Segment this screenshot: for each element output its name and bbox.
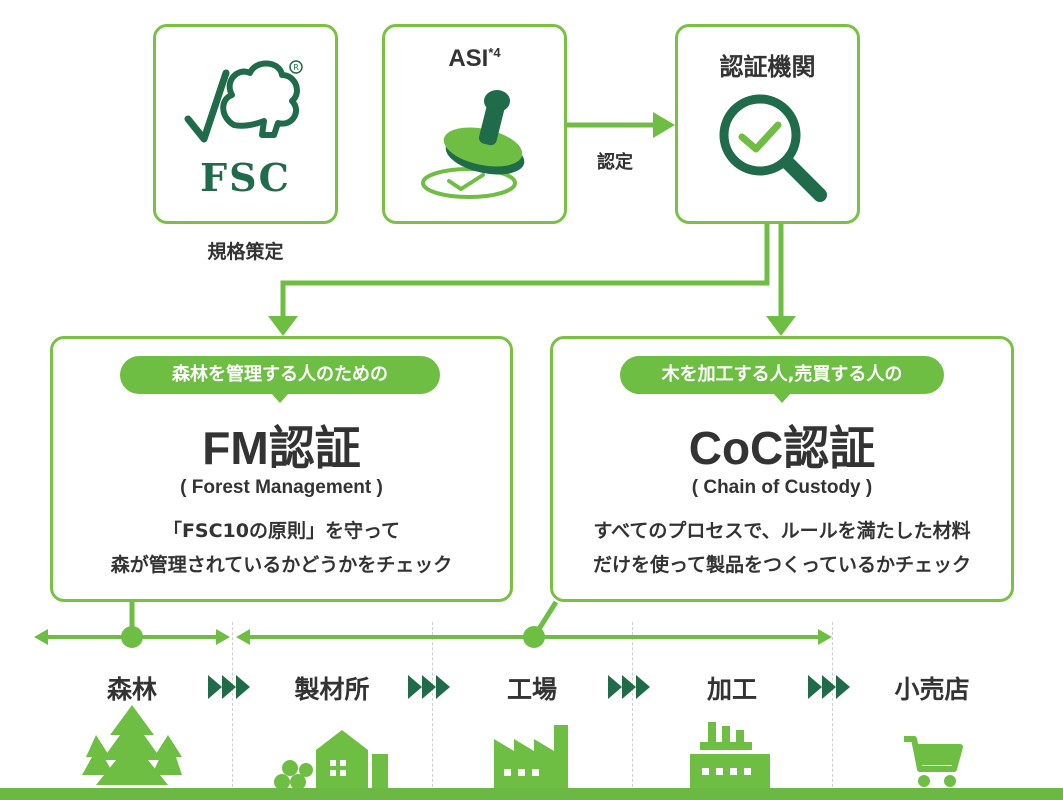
accreditation-arrow [567, 112, 675, 138]
fsc-tree-logo-icon: R [184, 60, 303, 143]
fm-subtitle: ( Forest Management ) [180, 477, 383, 498]
fsc-box: R FSC [153, 24, 338, 224]
asi-title: ASI*4 [448, 45, 501, 72]
coc-desc-line2: だけを使って製品をつくっているかチェック [592, 554, 972, 576]
separator-4 [832, 622, 833, 792]
separator-2 [432, 622, 433, 792]
stamp-icon [421, 90, 525, 199]
coc-desc-line1: すべてのプロセスで、ルールを満たした材料 [593, 520, 971, 542]
fsc-logo-text: FSC [200, 155, 291, 200]
fm-desc-line2: 森が管理されているかどうかをチェック [110, 554, 453, 576]
fm-title: FM認証 [202, 422, 361, 474]
accreditation-label: 認定 [597, 152, 633, 173]
coc-title: CoC認証 [688, 422, 876, 474]
fm-pill-tail [271, 393, 289, 403]
coc-pill: 木を加工する人,売買する人の [620, 356, 944, 394]
stage-sawmill: 製材所 [294, 675, 370, 704]
fm-desc-line1: 「FSC10の原則」を守って [162, 520, 401, 542]
fsc-caption: 規格策定 [207, 241, 284, 263]
svg-text:R: R [293, 63, 299, 72]
coc-pill-tail [773, 393, 791, 403]
separator-3 [632, 622, 633, 792]
forest-trees-icon [82, 705, 182, 785]
ground-band [0, 788, 1063, 800]
stage-retail: 小売店 [894, 675, 970, 704]
processing-plant-icon [690, 722, 770, 792]
stage-forest: 森林 [106, 675, 157, 704]
stage-factory: 工場 [506, 675, 557, 704]
separator-1 [232, 622, 233, 792]
certification-body-title: 認証機関 [719, 53, 816, 81]
shopping-cart-icon [904, 736, 963, 787]
sawmill-icon [274, 730, 388, 790]
coc-subtitle: ( Chain of Custody ) [691, 477, 873, 498]
factory-icon [494, 725, 568, 791]
asi-box: ASI*4 [382, 24, 567, 224]
certification-body-box: 認証機関 [675, 24, 860, 224]
fm-pill: 森林を管理する人のための [120, 356, 440, 394]
stage-processing: 加工 [706, 675, 757, 704]
magnifier-check-icon [719, 94, 827, 202]
